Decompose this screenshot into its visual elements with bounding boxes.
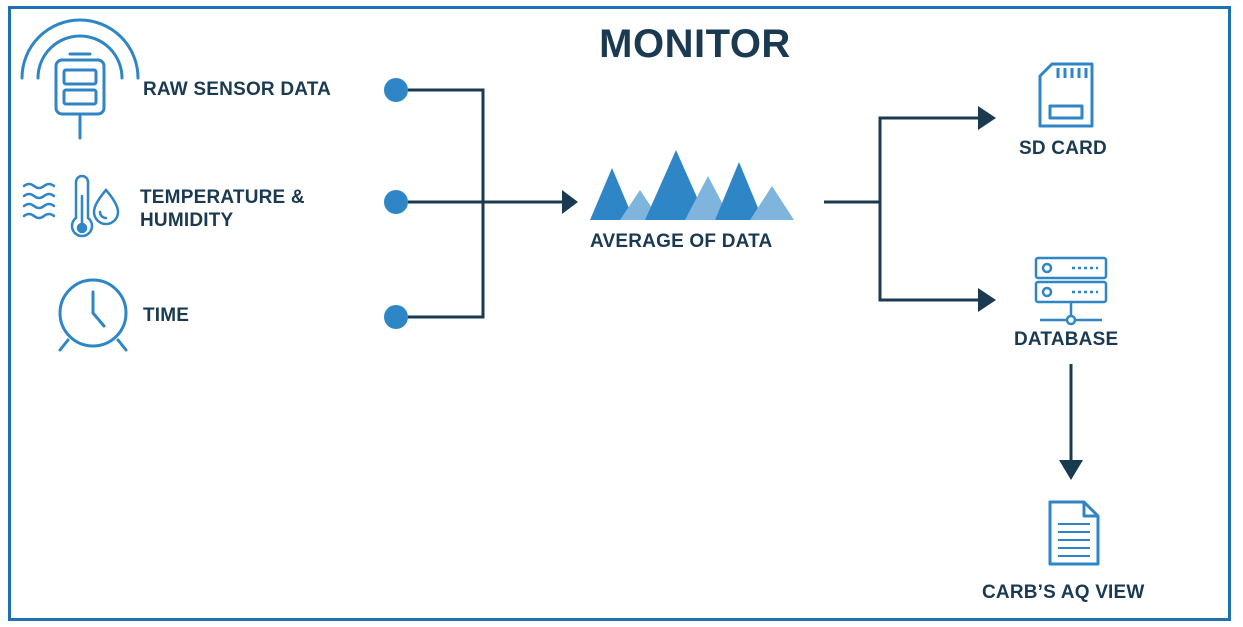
server-database-icon: [1034, 256, 1108, 326]
sd-card-icon: [1038, 62, 1094, 128]
thermometer-humidity-icon: [22, 174, 120, 238]
mountain-peaks-icon: [590, 150, 794, 220]
arrow-to-carb-view: [1059, 460, 1083, 480]
arrow-to-average: [562, 190, 578, 214]
input-node-temperature: [384, 190, 408, 214]
input-node-raw-sensor: [384, 78, 408, 102]
merge-connector: [408, 88, 562, 319]
average-of-data-label: AVERAGE OF DATA: [590, 231, 773, 252]
carb-aq-view-label: CARB’S AQ VIEW: [982, 582, 1145, 603]
database-label: DATABASE: [1014, 329, 1119, 350]
humidity-label: HUMIDITY: [140, 210, 234, 231]
time-label: TIME: [143, 305, 190, 326]
arrow-to-sd-card: [978, 106, 996, 130]
document-icon: [1048, 500, 1100, 566]
arrow-to-database: [978, 288, 996, 312]
temperature-label: TEMPERATURE &: [140, 187, 305, 208]
input-node-time: [384, 305, 408, 329]
raw-sensor-data-label: RAW SENSOR DATA: [143, 79, 332, 100]
diagram-frame: [8, 6, 1231, 621]
alarm-clock-icon: [58, 278, 128, 352]
split-connector: [824, 116, 980, 302]
page-title: MONITOR: [599, 22, 791, 66]
sd-card-label: SD CARD: [1019, 138, 1107, 159]
sensor-device-icon: [20, 18, 140, 140]
